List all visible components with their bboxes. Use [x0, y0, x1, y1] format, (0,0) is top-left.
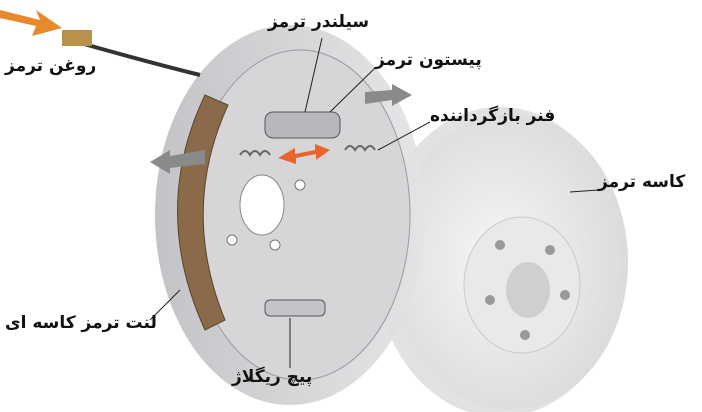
- piston-motion-arrow-icon: [278, 144, 330, 164]
- fluid-arrow-icon: [0, 10, 62, 36]
- label-brake-piston: پیستون ترمز: [375, 50, 482, 70]
- return-spring: [239, 145, 376, 157]
- brake-drum: [375, 107, 628, 412]
- adjuster-screw: [264, 299, 326, 317]
- brake-cylinder: [264, 111, 341, 139]
- label-brake-shoe-lining: لنت ترمز کاسه ای: [5, 313, 157, 333]
- label-brake-cylinder: سیلندر ترمز: [268, 12, 370, 32]
- shoe-motion-arrow-icon: [150, 150, 205, 174]
- leader-lines: [149, 37, 599, 368]
- label-adjuster-screw: پیچ ریگلاژ: [232, 367, 313, 387]
- label-brake-fluid: روغن ترمز: [5, 56, 97, 76]
- label-brake-drum: کاسه ترمز: [598, 172, 686, 192]
- label-return-spring: فنر بازگرداننده: [430, 106, 556, 126]
- shoe-motion-arrow-icon: [365, 84, 412, 106]
- fitting: [62, 30, 92, 46]
- backing-plate: [155, 25, 425, 405]
